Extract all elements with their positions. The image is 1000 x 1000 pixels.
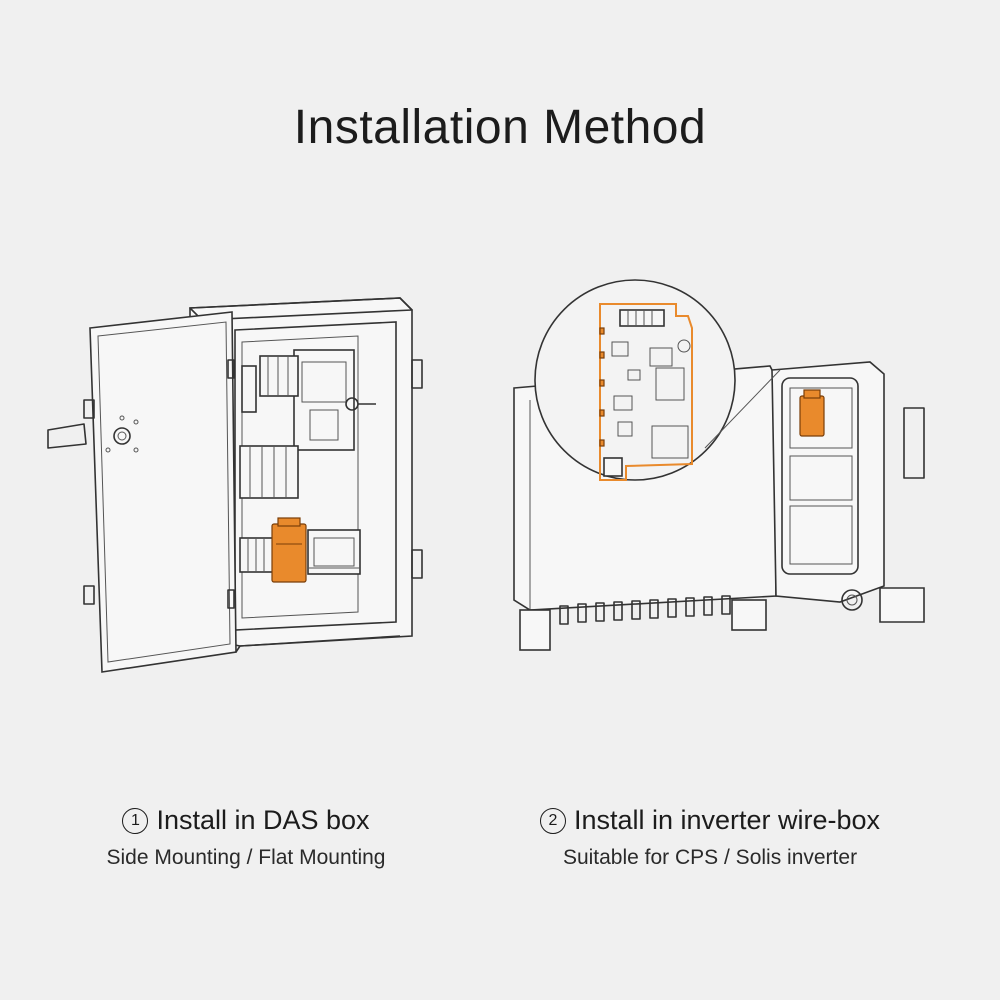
method-1-caption: 1 Install in DAS box Side Mounting / Fla… <box>26 805 466 870</box>
inverter-wirebox-illustration <box>513 279 925 651</box>
method-2-title-row: 2 Install in inverter wire-box <box>490 805 930 836</box>
method-2-number-badge: 2 <box>539 807 566 834</box>
method-1-subtitle: Side Mounting / Flat Mounting <box>106 846 386 869</box>
method-2-title: Install in inverter wire-box <box>573 805 881 835</box>
method-1-title-row: 1 Install in DAS box <box>26 805 466 836</box>
page-title: Installation Method <box>293 101 707 154</box>
method-2-subtitle: Suitable for CPS / Solis inverter <box>562 846 858 869</box>
method-2-caption: 2 Install in inverter wire-box Suitable … <box>490 805 930 870</box>
method-1-number-badge: 1 <box>122 807 149 834</box>
method-1-title: Install in DAS box <box>156 805 370 835</box>
pcb-closeup <box>599 303 693 481</box>
das-box-illustration <box>47 297 423 673</box>
